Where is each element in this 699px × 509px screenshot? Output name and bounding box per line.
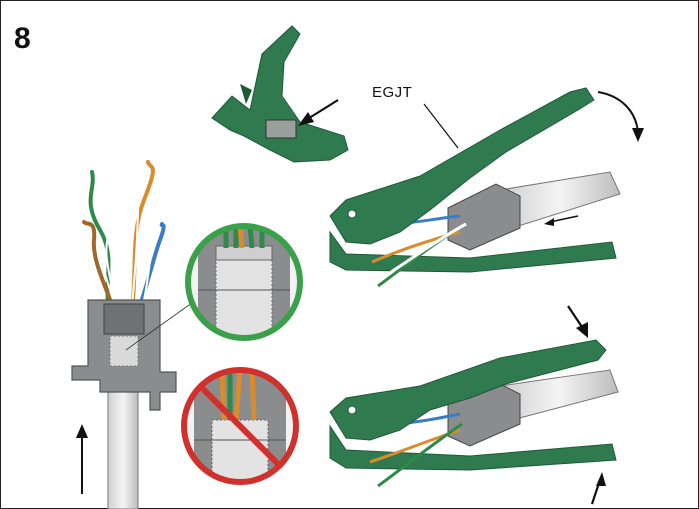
tool-label: EGJT [372,84,413,101]
pointer-arrow-icon [298,99,339,126]
zoom-correct [185,223,303,341]
prohibited-icon [181,367,299,485]
zoom-incorrect [181,367,299,485]
up-arrow-icon [76,424,88,494]
curved-arrow-icon [597,91,644,142]
tool-label-leader [423,103,459,149]
insert-arrow-icon [544,215,579,226]
up-press-arrow-icon [590,472,606,505]
cable-inside-jack [109,335,139,367]
jack-assembly-left [71,160,197,509]
tool-open-thumbnail [211,25,349,163]
step-number: 8 [14,22,31,55]
tool-upper [329,87,644,288]
zoom-leader-line [125,299,197,351]
twisted-pairs [82,160,166,324]
jack-slot [103,303,145,335]
tool-lower [329,305,619,505]
check-ring-icon [185,223,303,341]
down-arrow-icon [567,305,588,338]
